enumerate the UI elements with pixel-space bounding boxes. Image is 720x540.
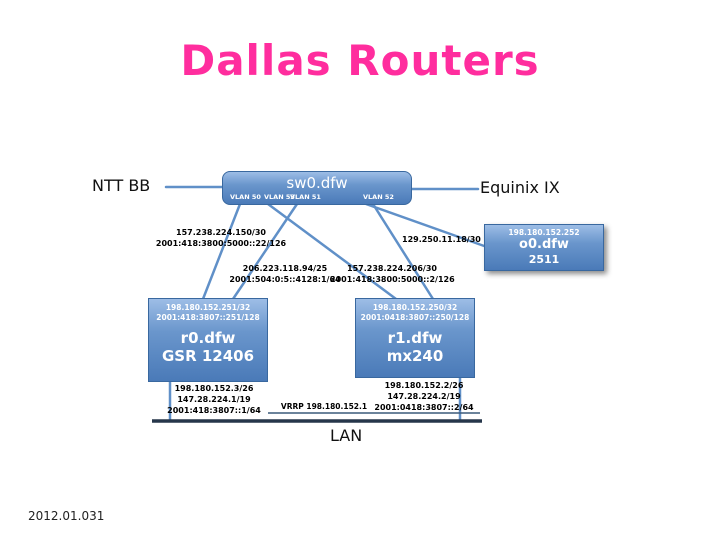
vlan-row: VLAN 50 VLAN 53 VLAN 51 VLAN 52 (223, 193, 411, 202)
router-r0-loopbacks: 198.180.152.251/32 2001:418:3807::251/12… (156, 303, 260, 322)
vlan-52-label: VLAN 52 (363, 193, 394, 201)
oob-link-address: 129.250.11.18/30 (402, 235, 481, 244)
router-r1-box: 198.180.152.250/32 2001:0418:3807::250/1… (355, 298, 475, 378)
slide-footer: 2012.01.031 (28, 509, 105, 523)
lan-label: LAN (330, 426, 363, 445)
r0-lan-addresses: 198.180.152.3/26 147.28.224.1/19 2001:41… (167, 384, 261, 415)
r1-lan-addresses: 198.180.152.2/26 147.28.224.2/19 2001:04… (374, 381, 474, 412)
page-title: Dallas Routers (180, 36, 540, 85)
equinix-ix-label: Equinix IX (480, 178, 560, 197)
router-r0-model: GSR 12406 (161, 347, 255, 366)
oob-router-name: o0.dfw (519, 237, 569, 252)
router-r1-model: mx240 (386, 347, 444, 366)
ntt-bb-label: NTT BB (92, 176, 151, 195)
router-r0-box: 198.180.152.251/32 2001:418:3807::251/12… (148, 298, 268, 382)
vlan-53-label: VLAN 53 (264, 193, 295, 201)
vlan-50-label: VLAN 50 (230, 193, 261, 201)
router-r0-name: r0.dfw (180, 328, 236, 347)
oob-router-o0-box: 198.180.152.252 o0.dfw 2511 (484, 224, 604, 271)
vlan-51-label: VLAN 51 (290, 193, 321, 201)
router-r1-loopbacks: 198.180.152.250/32 2001:0418:3807::250/1… (360, 303, 470, 322)
switch-sw0-box: sw0.dfw VLAN 50 VLAN 53 VLAN 51 VLAN 52 (222, 171, 412, 205)
ix-link-addresses: 206.223.118.94/25 2001:504:0:5::4128:1/6… (229, 264, 341, 284)
router-r1-name: r1.dfw (387, 328, 443, 347)
oob-router-model: 2511 (528, 252, 560, 266)
r1-link-addresses: 157.238.224.206/30 2001:418:3800:5000::2… (330, 264, 455, 284)
ntt-link-addresses: 157.238.224.150/30 2001:418:3800:5000::2… (155, 228, 287, 248)
oob-router-ip: 198.180.152.252 (508, 228, 580, 237)
vrrp-label: VRRP 198.180.152.1 (280, 402, 368, 411)
switch-name: sw0.dfw (286, 174, 348, 192)
